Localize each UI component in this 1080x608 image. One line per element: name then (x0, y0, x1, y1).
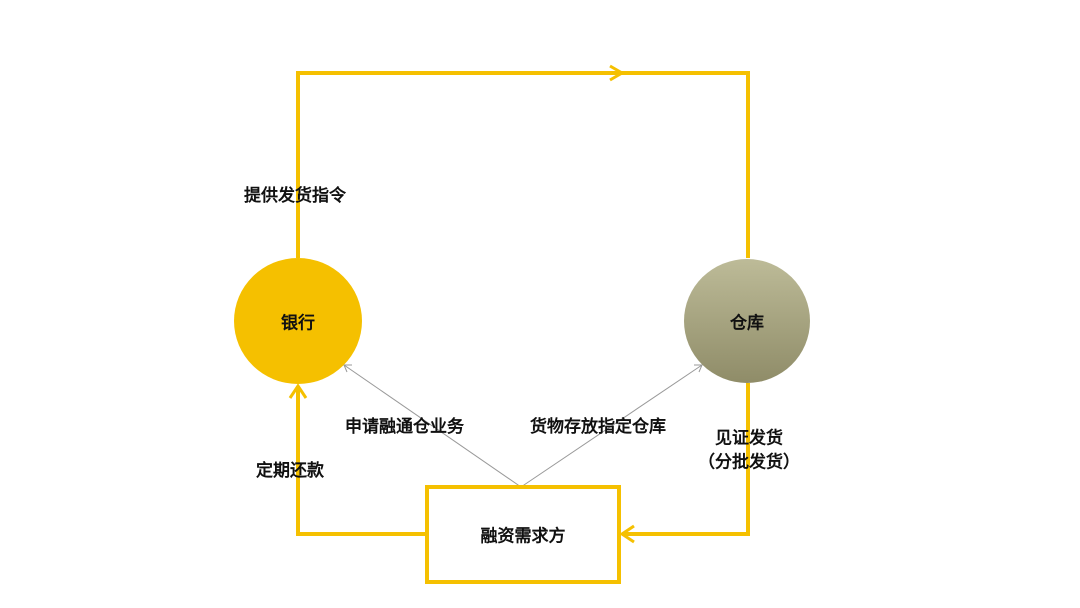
borrower-label: 融资需求方 (480, 526, 566, 547)
warehouse-node (684, 259, 810, 383)
borrower-node (425, 485, 621, 584)
release-arrow (622, 383, 750, 536)
repay-arrowhead (288, 383, 308, 399)
release-arrowhead (619, 524, 635, 544)
release-label-line1: 见证发货 (715, 428, 783, 449)
store-arrow (520, 364, 703, 488)
bank-node (234, 258, 362, 384)
instruction-label: 提供发货指令 (244, 186, 346, 206)
apply-arrow (343, 364, 522, 488)
repay-label: 定期还款 (256, 461, 324, 481)
apply-arrowhead (343, 364, 352, 373)
bank-label: 银行 (281, 313, 315, 334)
repay-arrow (296, 386, 427, 536)
instruction-arrow (296, 71, 750, 258)
store-arrowhead (694, 364, 703, 373)
instruction-arrowhead (609, 64, 625, 82)
warehouse-label: 仓库 (730, 313, 764, 334)
apply-label: 申请融通仓业务 (345, 417, 464, 437)
release-label-line2: （分批发货） (698, 452, 800, 473)
store-label: 货物存放指定仓库 (530, 417, 666, 437)
